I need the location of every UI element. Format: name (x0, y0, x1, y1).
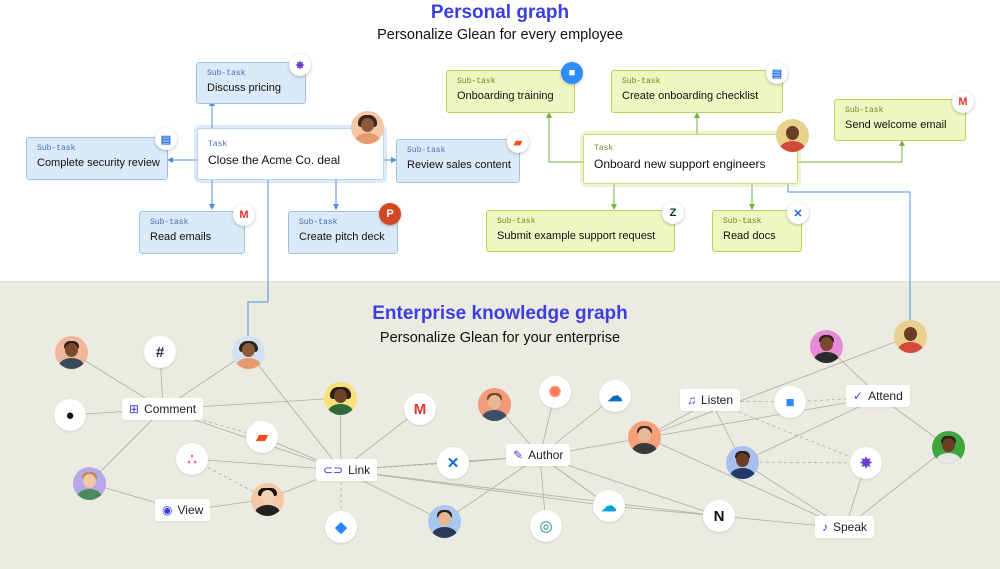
subtask-read-docs[interactable]: Sub-task Read docs (712, 210, 802, 252)
speakerdeck-icon: ✸ (289, 54, 311, 76)
speakerdeck-icon: ✸ (850, 447, 882, 479)
avatar (628, 421, 661, 454)
hubspot-icon: ✺ (539, 376, 571, 408)
avatar (776, 119, 809, 152)
avatar (251, 483, 284, 516)
notion-icon: N (703, 500, 735, 532)
zoom-icon: ■ (561, 62, 583, 84)
subtask-send-welcome-email[interactable]: Sub-task Send welcome email (834, 99, 966, 141)
personal-graph-subtitle: Personalize Glean for every employee (377, 27, 623, 43)
onedrive-icon: ☁ (599, 380, 631, 412)
confluence-icon: ✕ (787, 202, 809, 224)
subtask-read-emails[interactable]: Sub-task Read emails (139, 211, 245, 254)
zoom-icon: ■ (774, 386, 806, 418)
enterprise-graph-subtitle: Personalize Glean for your enterprise (379, 330, 621, 346)
pen-icon: ✎ (513, 448, 524, 462)
subtask-create-onboarding-checklist[interactable]: Sub-task Create onboarding checklist (611, 70, 783, 113)
microphone-icon: ♪ (822, 520, 828, 534)
gong-icon: ▰ (507, 131, 529, 153)
avatar (428, 505, 461, 538)
subtask-review-sales-content[interactable]: Sub-task Review sales content (396, 139, 520, 183)
avatar (324, 382, 357, 415)
glean-icon: ◎ (530, 510, 562, 542)
powerpoint-icon: P (379, 203, 401, 225)
avatar (73, 467, 106, 500)
verb-link: ⊂⊃Link (316, 459, 378, 481)
link-icon: ⊂⊃ (323, 463, 344, 477)
personal-graph-title: Personal graph (430, 2, 570, 23)
avatar (351, 111, 384, 144)
gong-icon: ▰ (246, 421, 278, 453)
gmail-icon: M (952, 91, 974, 113)
gmail-icon: M (233, 204, 255, 226)
subtask-discuss-pricing[interactable]: Sub-task Discuss pricing (196, 62, 306, 104)
slack-icon: # (144, 336, 176, 368)
task-onboard-support-engineers[interactable]: Task Onboard new support engineers (583, 134, 798, 184)
avatar (810, 330, 843, 363)
gmail-icon: M (404, 393, 436, 425)
asana-icon: ∴ (176, 443, 208, 475)
google-docs-icon: ▤ (155, 128, 177, 150)
enterprise-graph-title: Enterprise knowledge graph (372, 303, 628, 324)
confluence-icon: ✕ (437, 447, 469, 479)
comment-icon: ⊞ (129, 402, 140, 416)
task-close-acme-deal[interactable]: Task Close the Acme Co. deal (197, 128, 384, 180)
zendesk-icon: Z (662, 202, 684, 224)
salesforce-icon: ☁ (593, 490, 625, 522)
avatar (726, 446, 759, 479)
subtask-create-pitch-deck[interactable]: Sub-task Create pitch deck (288, 211, 398, 254)
headphones-icon: ♫ (687, 393, 696, 407)
avatar (894, 320, 927, 353)
attend-icon: ✓ (853, 389, 864, 403)
avatar (478, 388, 511, 421)
avatar (232, 336, 265, 369)
google-docs-icon: ▤ (766, 62, 788, 84)
github-icon: ● (54, 399, 86, 431)
avatar (55, 336, 88, 369)
subtask-complete-security-review[interactable]: Sub-task Complete security review (26, 137, 168, 180)
verb-comment: ⊞Comment (122, 398, 204, 420)
jira-icon: ◆ (325, 511, 357, 543)
verb-speak: ♪Speak (815, 516, 875, 538)
subtask-submit-example-support-request[interactable]: Sub-task Submit example support request (486, 210, 675, 252)
verb-author: ✎Author (506, 444, 571, 466)
eye-icon: ◉ (162, 503, 173, 517)
verb-listen: ♫Listen (680, 389, 741, 411)
avatar (932, 431, 965, 464)
verb-view: ◉View (155, 499, 211, 521)
subtask-onboarding-training[interactable]: Sub-task Onboarding training (446, 70, 575, 113)
verb-attend: ✓Attend (846, 385, 910, 407)
